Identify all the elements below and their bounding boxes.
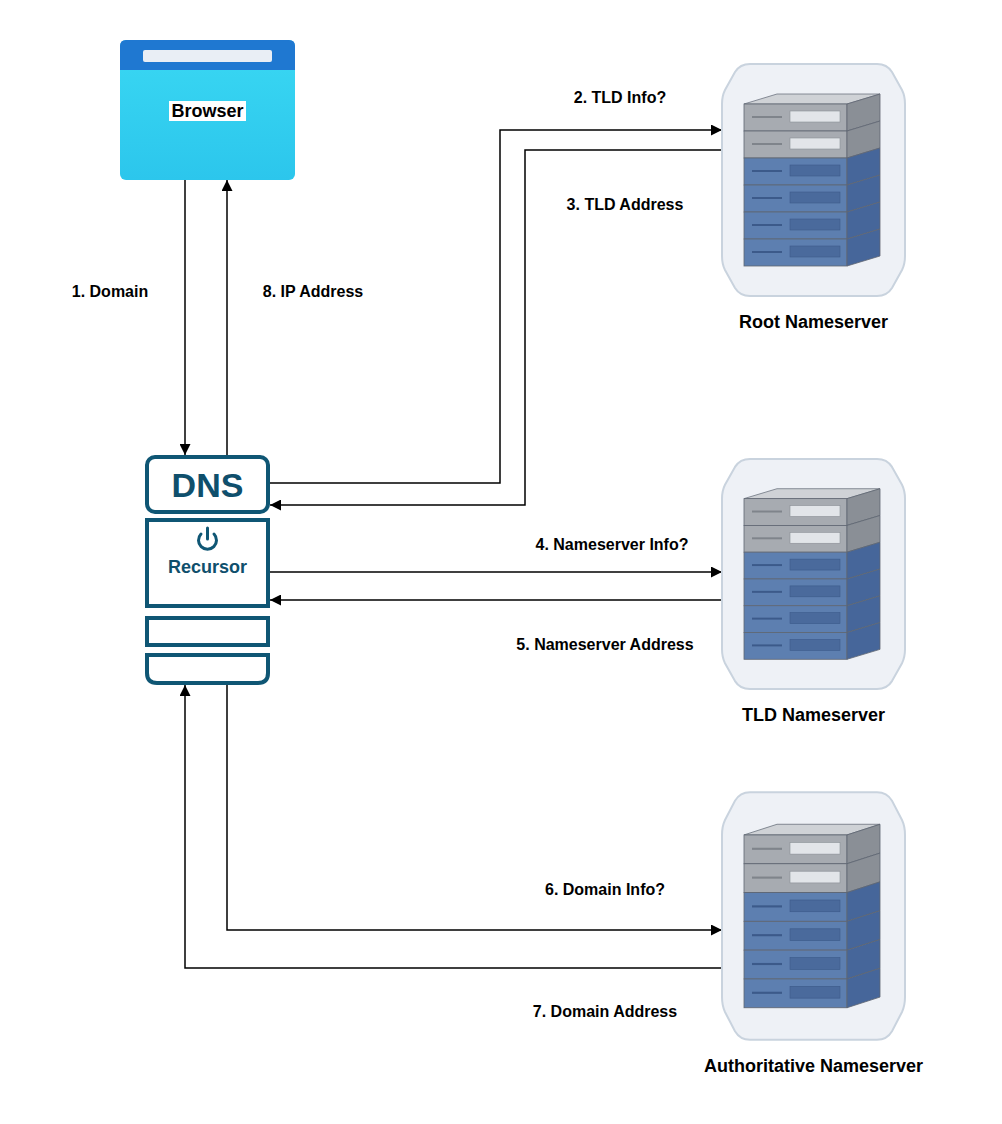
edge-label: 1. Domain [0, 282, 260, 302]
server-unit [744, 950, 847, 979]
node-label: TLD Nameserver [644, 703, 984, 727]
server-slot [752, 992, 782, 994]
server-panel [790, 639, 840, 650]
server-panel [790, 532, 840, 543]
server-outline [722, 455, 905, 693]
server-panel [790, 246, 840, 257]
server-panel [790, 192, 840, 203]
server-outline [722, 60, 905, 300]
server-panel [790, 958, 840, 970]
server-panel [790, 165, 840, 176]
server-panel [790, 900, 840, 912]
server-unit [744, 552, 847, 579]
server-unit [744, 131, 847, 158]
server-unit-side [847, 623, 880, 660]
server-unit [744, 499, 847, 526]
server-outline [722, 788, 905, 1044]
server-panel [790, 111, 840, 122]
server-slot [752, 591, 782, 593]
edge-label: 8. IP Address [163, 282, 463, 302]
server-slot [752, 116, 782, 118]
recursor-base [147, 655, 268, 683]
server-slot [752, 197, 782, 199]
server-slot [752, 143, 782, 145]
server-unit [744, 104, 847, 131]
server-slot [752, 251, 782, 253]
server-panel [790, 219, 840, 230]
server-panel [790, 613, 840, 624]
node-label: DNS [145, 460, 270, 510]
node-label: Authoritative Nameserver [644, 1054, 984, 1078]
server-slot [752, 848, 782, 850]
browser-title-bar [120, 40, 295, 70]
node-label: Root Nameserver [644, 310, 984, 334]
server-unit [744, 185, 847, 212]
arrow-connector [185, 685, 722, 968]
server-panel [790, 559, 840, 570]
server-unit [744, 893, 847, 922]
server-panel [790, 871, 840, 883]
server-slot [752, 564, 782, 566]
arrow-connector [270, 571, 722, 573]
server-slot [752, 644, 782, 646]
recursor-bar [147, 618, 268, 645]
server-unit [744, 835, 847, 864]
dns-recursor: DNS Recursor [145, 455, 270, 685]
edge-label: 2. TLD Info? [470, 88, 770, 108]
server-slot [752, 170, 782, 172]
browser-window: Browser [120, 40, 295, 180]
server-slot [752, 905, 782, 907]
server-unit [744, 921, 847, 950]
server-backdrop [722, 459, 905, 689]
server-panel [790, 586, 840, 597]
server-slot [752, 934, 782, 936]
nameserver: Root Nameserver [722, 60, 905, 300]
arrow-connector [270, 599, 722, 601]
server-panel [790, 506, 840, 517]
server-slot [752, 877, 782, 879]
server-unit-side [847, 968, 880, 1007]
browser-body [120, 40, 295, 180]
server-unit [744, 864, 847, 893]
server-slot [752, 537, 782, 539]
server-panel [790, 138, 840, 149]
arrow-connector [270, 130, 722, 483]
arrow-connector [184, 180, 186, 455]
edge-label: 6. Domain Info? [455, 880, 755, 900]
nameserver: TLD Nameserver [722, 455, 905, 693]
power-icon [206, 528, 209, 539]
nameserver: Authoritative Nameserver [722, 788, 905, 1044]
server-slot [752, 618, 782, 620]
server-unit [744, 525, 847, 552]
server-unit [744, 212, 847, 239]
edge-label: 4. Nameserver Info? [462, 535, 762, 555]
node-label: Recursor [145, 555, 270, 579]
node-label-highlight: Browser [169, 101, 245, 121]
edge-label: 3. TLD Address [475, 195, 775, 215]
server-slot [752, 511, 782, 513]
server-unit [744, 158, 847, 185]
server-backdrop [722, 792, 905, 1039]
server-unit [744, 979, 847, 1008]
server-backdrop [722, 64, 905, 296]
server-unit [744, 633, 847, 660]
server-panel [790, 842, 840, 854]
arrow-connector [226, 180, 228, 455]
edge-label: 5. Nameserver Address [455, 635, 755, 655]
server-unit-side [847, 229, 880, 266]
node-label-box: Browser [120, 99, 295, 123]
server-panel [790, 929, 840, 941]
server-unit [744, 606, 847, 633]
edge-label: 7. Domain Address [455, 1002, 755, 1022]
server-slot [752, 224, 782, 226]
server-unit [744, 579, 847, 606]
server-panel [790, 986, 840, 998]
server-unit [744, 239, 847, 266]
address-bar [143, 50, 272, 62]
server-slot [752, 963, 782, 965]
